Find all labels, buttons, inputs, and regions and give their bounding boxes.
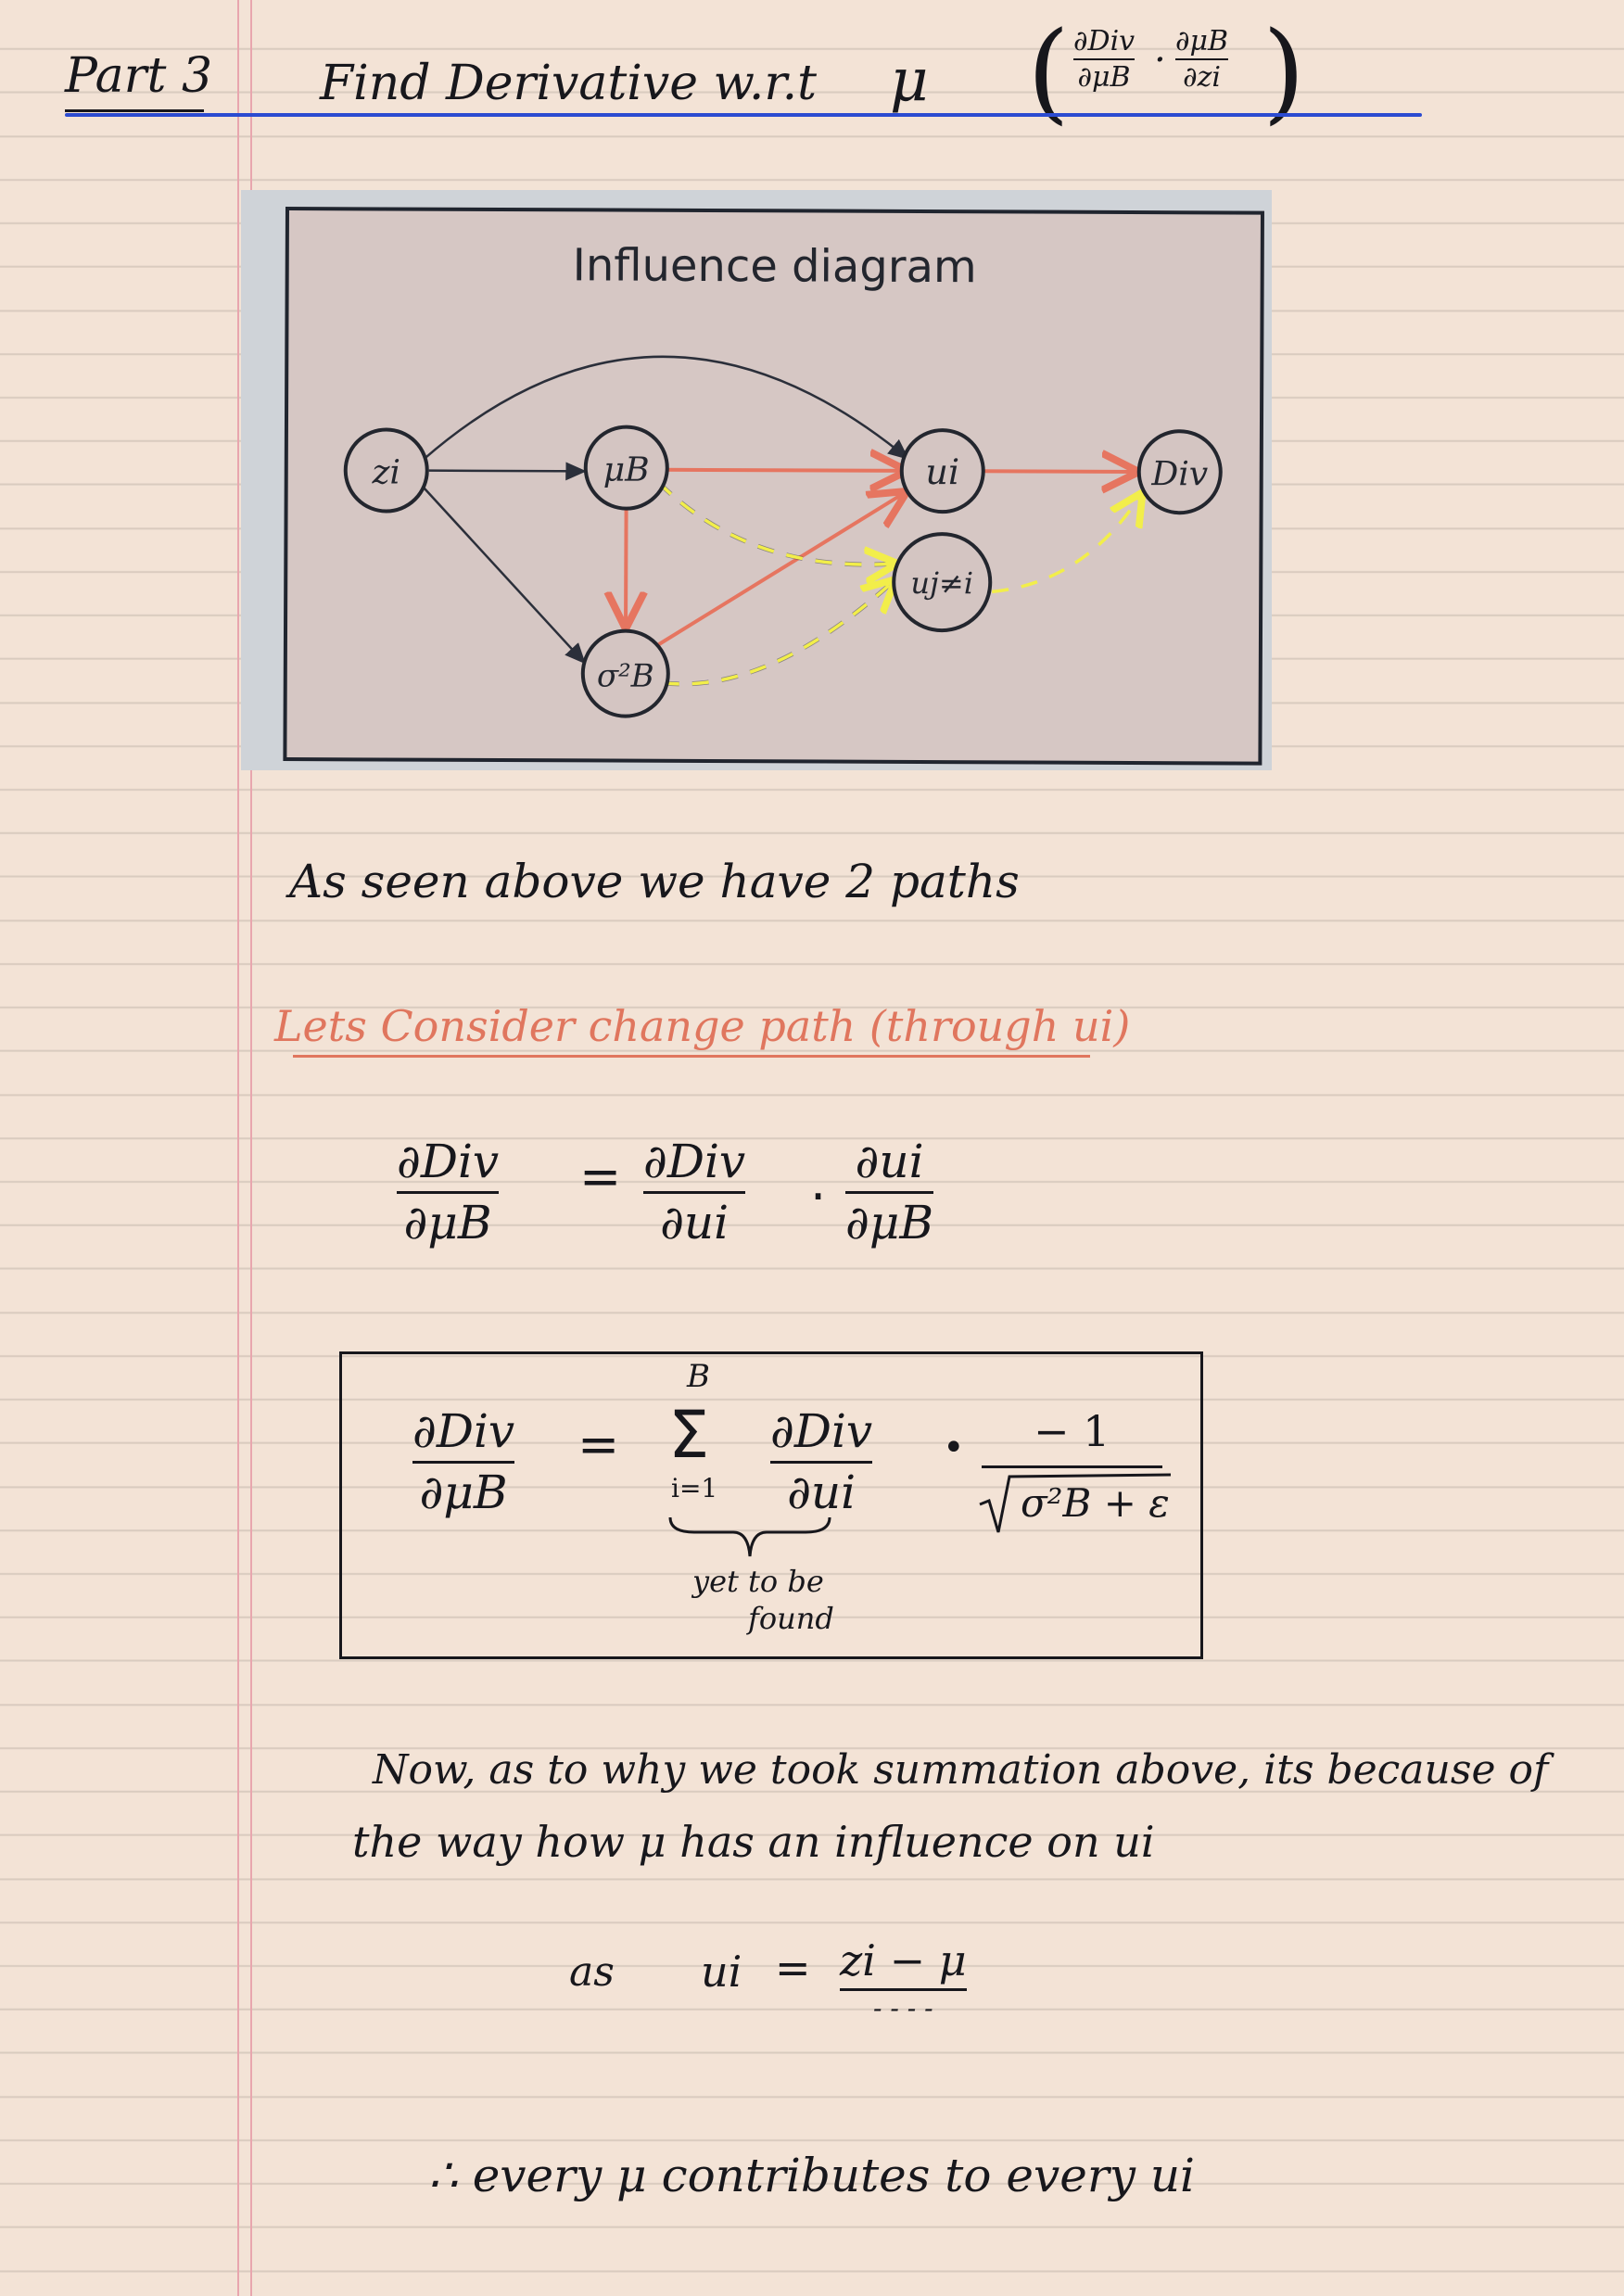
box-lhs: ∂Div ∂μB xyxy=(412,1404,515,1519)
header-chain-num-1: ∂Div xyxy=(1073,25,1136,57)
edge-sigma-to-uj-yellow xyxy=(662,578,895,686)
eq1-lhs-num: ∂Div xyxy=(397,1135,500,1188)
node-div xyxy=(1136,429,1223,515)
fraction-bar xyxy=(643,1191,746,1194)
note-line-two-paths: As seen above we have 2 paths xyxy=(289,855,1020,908)
sum-lower-limit: i=1 xyxy=(671,1473,718,1503)
influence-diagram-photo: Influence diagram xyxy=(241,190,1272,770)
header-chain-den-2: ∂zi xyxy=(1183,61,1221,94)
box-radicand: σ²B + ε xyxy=(1021,1480,1170,1526)
eq1-lhs-den: ∂μB xyxy=(403,1196,492,1249)
edge-mu-to-sigma xyxy=(626,506,627,629)
fraction-bar xyxy=(1073,58,1136,60)
node-uj-label: uj≠i xyxy=(910,565,973,601)
node-u-label: ui xyxy=(925,451,959,492)
edge-mu-to-u xyxy=(660,470,907,471)
edge-sigma-to-u xyxy=(652,490,907,650)
eq1-r1-num: ∂Div xyxy=(643,1135,746,1188)
page-title: Find Derivative w.r.t xyxy=(320,56,817,111)
eq1-r2-num: ∂ui xyxy=(855,1135,924,1188)
box-frac-bar xyxy=(982,1465,1162,1468)
node-u xyxy=(899,428,985,514)
note-line-summation-reason: Now, as to why we took summation above, … xyxy=(373,1746,1549,1794)
edge-uj-to-div xyxy=(992,491,1142,594)
paren-open: ( xyxy=(1027,7,1071,135)
fraction-bar xyxy=(412,1461,515,1464)
box-term-num: ∂Div xyxy=(770,1404,873,1458)
node-z-label: zi xyxy=(371,453,400,491)
boxed-equation: ∂Div ∂μB = B Σ i=1 ∂Div ∂ui • − 1 σ²B + … xyxy=(339,1351,1203,1659)
header-chain-den-1: ∂μB xyxy=(1077,61,1131,94)
header-chain-fraction-2: ∂μB ∂zi xyxy=(1175,25,1229,94)
sum-upper-limit: B xyxy=(687,1358,710,1395)
note-line-influence: the way how μ has an influence on ui xyxy=(352,1817,1155,1867)
header-chain-fraction-1: ∂Div ∂μB xyxy=(1073,25,1136,94)
eq1-r1: ∂Div ∂ui xyxy=(643,1135,746,1249)
note-line-change-path: Lets Consider change path (through ui) xyxy=(274,1001,1131,1051)
box-term: ∂Div ∂ui xyxy=(770,1404,873,1519)
sqrt-icon xyxy=(979,1473,1172,1533)
influence-diagram-slide: Influence diagram xyxy=(283,207,1264,766)
edge-z-to-u-arc xyxy=(422,355,910,461)
node-mu-label: μB xyxy=(603,450,650,488)
edge-mu-to-uj-yellow xyxy=(657,481,897,564)
paren-close: ) xyxy=(1262,7,1306,135)
box-frac-numerator: − 1 xyxy=(1034,1406,1110,1456)
edge-sigma-to-uj xyxy=(662,577,897,687)
node-mu xyxy=(583,425,669,511)
box-dot: • xyxy=(943,1427,965,1469)
fraction-bar xyxy=(1175,58,1229,60)
node-uj xyxy=(892,532,993,633)
header-chain-num-2: ∂μB xyxy=(1175,25,1229,57)
edge-mu-to-uj xyxy=(656,480,898,567)
box-lhs-num: ∂Div xyxy=(412,1404,515,1458)
note-line-conclusion: ∴ every μ contributes to every ui xyxy=(428,2149,1196,2202)
node-z xyxy=(343,427,429,514)
fraction-bar xyxy=(840,1987,967,1991)
box-term-den: ∂ui xyxy=(787,1465,856,1519)
node-div-label: Div xyxy=(1150,455,1208,493)
node-sigma xyxy=(580,628,670,718)
edge-u-to-div xyxy=(978,471,1139,472)
eq1-r2-den: ∂μB xyxy=(845,1196,934,1249)
node-sigma-label: σ²B xyxy=(597,657,654,694)
box-lhs-den: ∂μB xyxy=(419,1465,508,1519)
notebook-margin-line xyxy=(237,0,239,2296)
influence-diagram-svg: zi μB ui Div σ²B uj≠i xyxy=(343,355,1223,718)
fraction-bar xyxy=(845,1191,934,1194)
eq1-r2: ∂ui ∂μB xyxy=(845,1135,934,1249)
sum-symbol: Σ xyxy=(668,1397,710,1473)
eq2-den: - - - - xyxy=(873,1992,933,2023)
eq2-fraction: zi − μ - - - - xyxy=(840,1937,967,2023)
edge-z-to-mu xyxy=(428,462,587,481)
brace-note-line-2: found xyxy=(748,1601,834,1636)
fraction-bar xyxy=(397,1191,500,1194)
brace-note-line-1: yet to be xyxy=(692,1564,824,1599)
eq2-equals: = xyxy=(775,1943,811,1993)
eq1-r1-den: ∂ui xyxy=(660,1196,730,1249)
header-underline xyxy=(65,113,1422,117)
change-path-underline xyxy=(293,1055,1090,1058)
eq1-equals: = xyxy=(579,1148,622,1206)
box-equals: = xyxy=(577,1415,620,1474)
edge-z-to-sigma xyxy=(422,486,587,666)
eq2-lhs: ui xyxy=(701,1947,742,1997)
header-dot: . xyxy=(1154,28,1166,70)
eq1-dot: . xyxy=(810,1153,827,1211)
curly-brace-icon xyxy=(668,1516,831,1557)
eq2-as: as xyxy=(569,1948,615,1996)
part-label: Part 3 xyxy=(65,48,213,104)
eq2-num: zi − μ xyxy=(840,1935,967,1985)
fraction-bar xyxy=(770,1461,873,1464)
eq1-lhs: ∂Div ∂μB xyxy=(397,1135,500,1249)
notebook-margin-line xyxy=(250,0,252,2296)
part-underline xyxy=(65,109,204,112)
mu-symbol: μ xyxy=(890,46,929,115)
